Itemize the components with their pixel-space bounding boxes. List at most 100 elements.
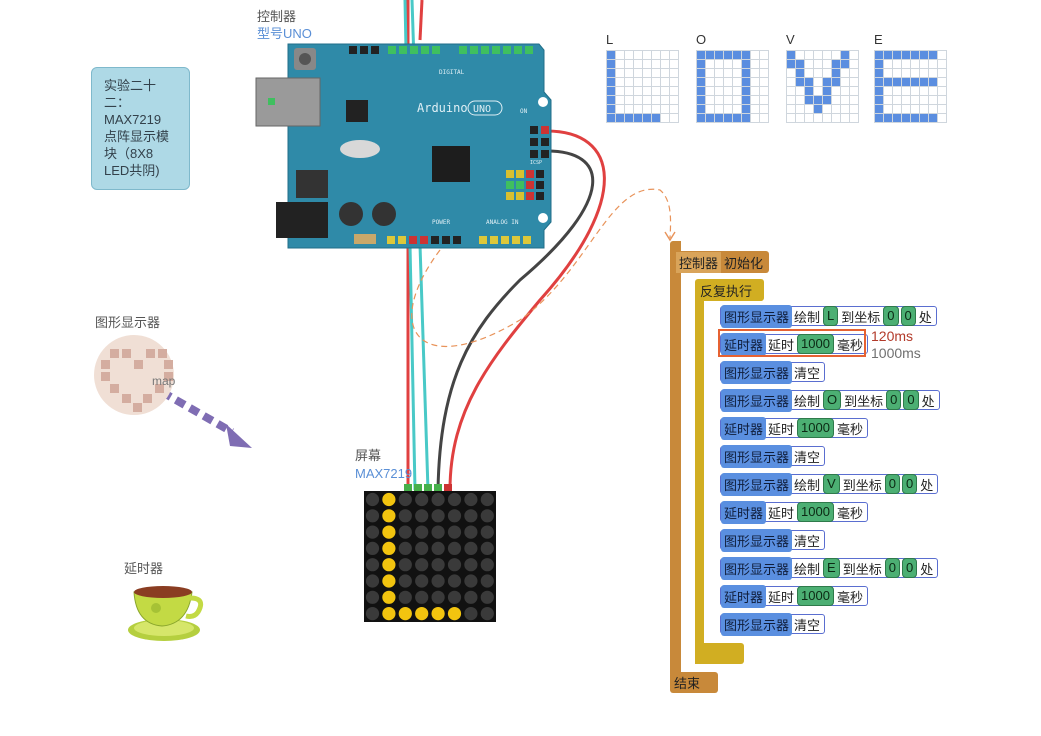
pattern-cell [875, 105, 883, 113]
device-chip: 图形显示器 [721, 360, 793, 384]
action-text: 延时 [768, 421, 795, 437]
pattern-cell [661, 114, 669, 122]
letter-field[interactable]: O [823, 390, 842, 410]
pattern-cell [616, 87, 624, 95]
x-field[interactable]: 0 [886, 390, 902, 410]
clear-statement[interactable]: 图形显示器清空 [720, 444, 826, 468]
pattern-cell [715, 60, 723, 68]
pattern-letter: V [786, 32, 795, 47]
arduino-board[interactable]: Arduino UNO DIGITAL POWER ANALOG IN ICSP… [254, 42, 554, 252]
pattern-cell [670, 87, 678, 95]
clear-statement[interactable]: 图形显示器清空 [720, 360, 826, 384]
led-on [447, 607, 462, 621]
letter-field[interactable]: V [823, 474, 840, 494]
pattern-cell [814, 78, 822, 86]
pattern-cell [805, 96, 813, 104]
led-off [480, 541, 494, 555]
pattern-cell [850, 78, 858, 86]
x-field[interactable]: 0 [884, 558, 900, 578]
pattern-cell [652, 114, 660, 122]
pattern-grid-v[interactable] [786, 50, 859, 123]
pattern-cell [760, 96, 768, 104]
delay-value-field[interactable]: 1000 [797, 418, 834, 438]
pattern-cell [814, 105, 822, 113]
pattern-cell [634, 78, 642, 86]
pattern-cell [893, 87, 901, 95]
pattern-cell [938, 105, 946, 113]
note-line: 块（8X8 [104, 146, 154, 161]
pattern-cell [634, 105, 642, 113]
led-off [464, 607, 478, 621]
led-off [447, 525, 462, 539]
pattern-cell [715, 78, 723, 86]
led-off [365, 574, 380, 588]
pattern-cell [938, 87, 946, 95]
pattern-grid-o[interactable] [696, 50, 769, 123]
letter-field[interactable]: L [823, 306, 839, 326]
pattern-cell [625, 51, 633, 59]
y-field[interactable]: 0 [901, 474, 918, 494]
led-off [398, 509, 412, 523]
pattern-cell [796, 60, 804, 68]
pattern-cell [884, 105, 892, 113]
pattern-cell [920, 87, 928, 95]
led-off [398, 492, 412, 507]
suffix-text: 处 [920, 477, 934, 493]
pattern-cell [902, 114, 910, 122]
delay-value-field[interactable]: 1000 [797, 502, 834, 522]
controller-init-block[interactable]: 控制器 初始化 [670, 251, 770, 273]
pattern-cell [634, 87, 642, 95]
pattern-cell [742, 78, 750, 86]
led-off [464, 590, 478, 604]
pattern-cell [938, 96, 946, 104]
graphic-display-device[interactable] [93, 335, 177, 415]
clear-statement[interactable]: 图形显示器清空 [720, 612, 826, 636]
clear-statement[interactable]: 图形显示器清空 [720, 528, 826, 552]
device-chip: 图形显示器 [721, 472, 793, 496]
pattern-cell [724, 87, 732, 95]
led-off [480, 525, 494, 539]
pattern-cell [652, 51, 660, 59]
y-field[interactable]: 0 [901, 558, 918, 578]
pattern-cell [850, 87, 858, 95]
loop-block[interactable]: 反复执行 [695, 279, 764, 301]
pattern-grid-e[interactable] [874, 50, 947, 123]
y-field[interactable]: 0 [903, 390, 919, 410]
note-line: MAX7219 [104, 112, 162, 127]
action-text: 延时 [768, 589, 795, 605]
pattern-cell [625, 105, 633, 113]
led-off [447, 541, 462, 555]
pattern-cell [742, 87, 750, 95]
pattern-cell [938, 51, 946, 59]
board-on-label: ON [520, 108, 528, 115]
pattern-cell [841, 114, 849, 122]
pattern-cell [733, 96, 741, 104]
x-field[interactable]: 0 [884, 474, 900, 494]
pattern-cell [670, 69, 678, 77]
pattern-cell [902, 105, 910, 113]
unit-text: 毫秒 [836, 421, 863, 437]
pattern-cell [751, 51, 759, 59]
pattern-cell [787, 78, 795, 86]
timer-device-title: 延时器 [124, 561, 164, 576]
action-text: 清空 [794, 617, 821, 633]
y-field[interactable]: 0 [900, 306, 916, 326]
delay-value-field[interactable]: 1000 [797, 334, 834, 354]
pattern-cell [911, 96, 919, 104]
pattern-cell [884, 114, 892, 122]
x-field[interactable]: 0 [883, 306, 899, 326]
timer-teacup-icon[interactable] [126, 578, 204, 644]
end-block[interactable]: 结束 [670, 672, 718, 693]
delay-value-field[interactable]: 1000 [797, 586, 834, 606]
pattern-grid-l[interactable] [606, 50, 679, 123]
pattern-cell [850, 60, 858, 68]
letter-field[interactable]: E [823, 558, 840, 578]
